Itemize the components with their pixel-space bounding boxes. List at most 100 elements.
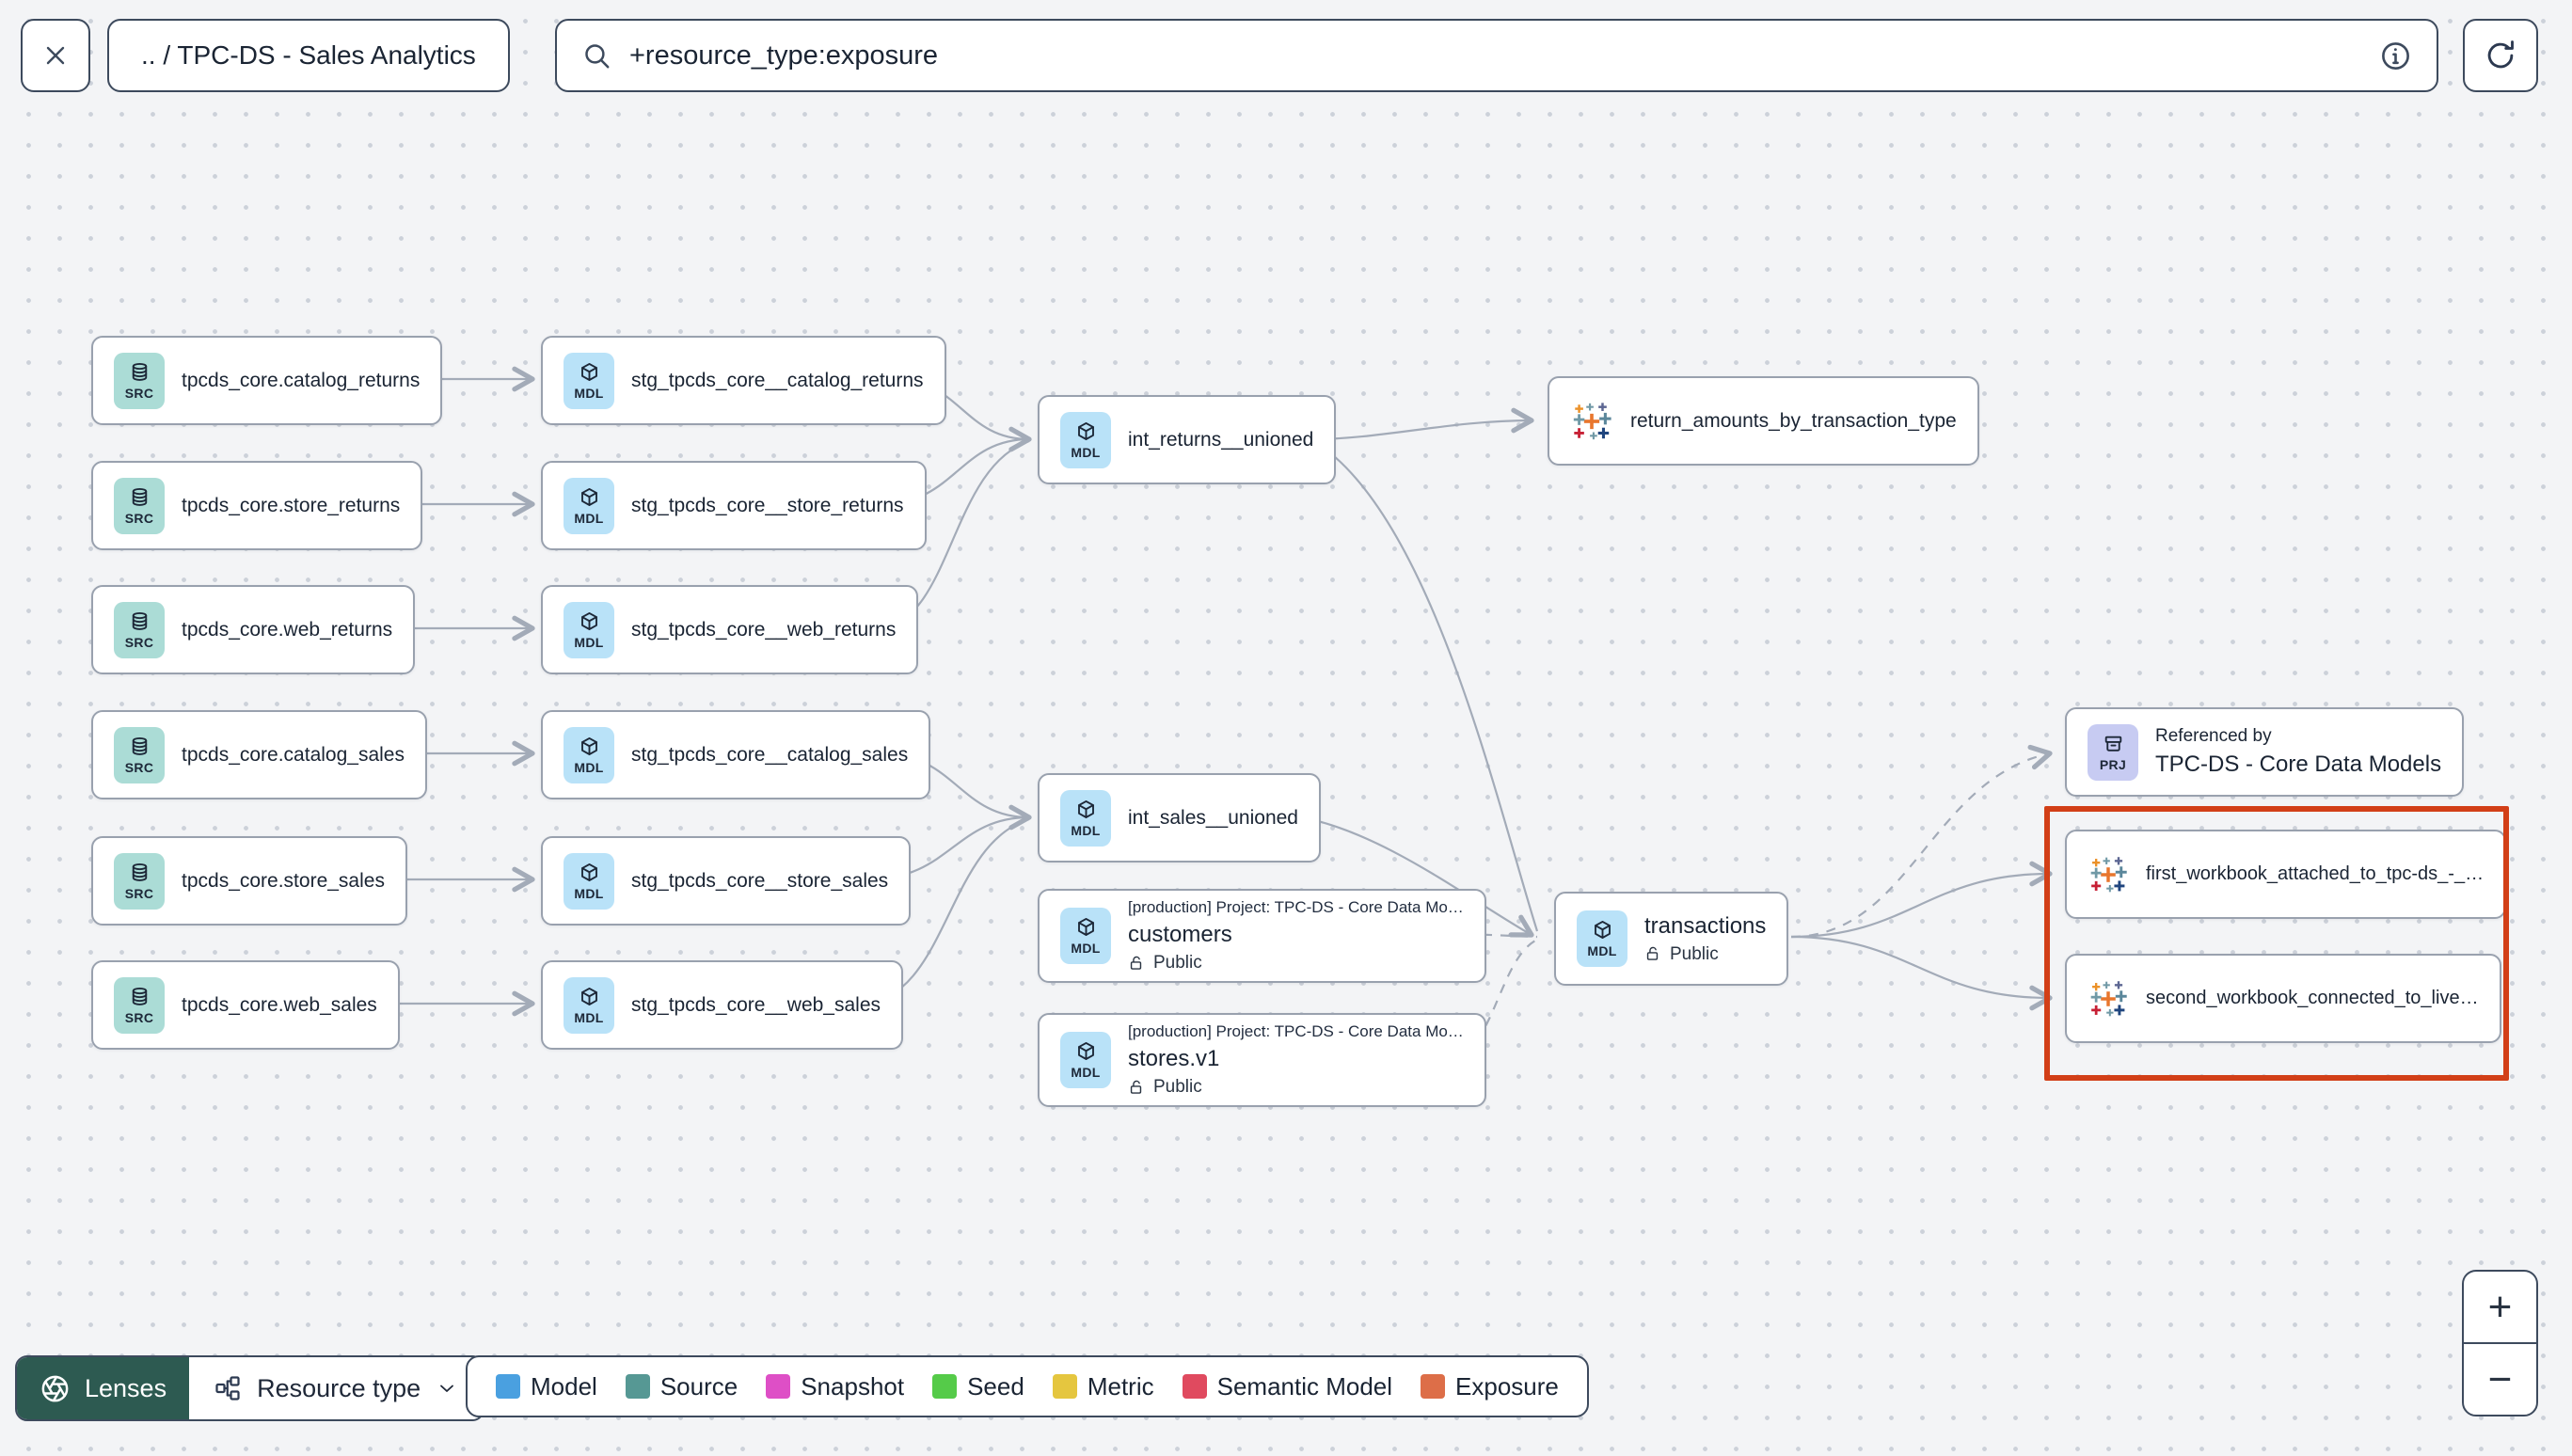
project-line: [production] Project: TPC-DS - Core Data… xyxy=(1128,1022,1464,1040)
node-model-stg-web-sales[interactable]: MDL stg_tpcds_core__web_sales xyxy=(541,960,904,1050)
node-project-tpcds-core-data-models[interactable]: PRJ Referenced by TPC-DS - Core Data Mod… xyxy=(2065,707,2465,797)
close-button[interactable] xyxy=(21,19,90,92)
node-model-stg-store-sales[interactable]: MDL stg_tpcds_core__store_sales xyxy=(541,836,912,926)
lenses-label: Lenses xyxy=(85,1373,167,1402)
source-badge: SRC xyxy=(114,477,165,534)
node-model-stg-web-returns[interactable]: MDL stg_tpcds_core__web_returns xyxy=(541,585,919,674)
legend-swatch-exposure xyxy=(1421,1374,1446,1399)
node-model-int-returns-unioned[interactable]: MDL int_returns__unioned xyxy=(1038,395,1337,484)
cube-icon xyxy=(580,362,597,381)
node-source-tpcds-core-web-returns[interactable]: SRC tpcds_core.web_returns xyxy=(91,585,416,674)
legend-swatch-metric xyxy=(1052,1374,1077,1399)
node-exposure-second-workbook[interactable]: second_workbook_connected_to_live… xyxy=(2065,954,2501,1043)
tableau-icon xyxy=(2090,856,2127,892)
edge xyxy=(1310,438,1539,932)
model-badge: MDL xyxy=(564,352,614,409)
source-badge: SRC xyxy=(114,976,165,1034)
aperture-icon xyxy=(41,1375,69,1401)
model-badge: MDL xyxy=(564,601,614,658)
database-icon xyxy=(132,611,147,630)
access-row: Public xyxy=(1644,944,1766,965)
zoom-out-button[interactable]: − xyxy=(2464,1344,2536,1415)
cube-icon xyxy=(1077,917,1094,936)
legend-item-model: Model xyxy=(496,1372,597,1401)
legend: Model Source Snapshot Seed Metric Semant… xyxy=(466,1355,1589,1417)
tableau-icon xyxy=(2090,980,2127,1016)
legend-swatch-seed xyxy=(932,1374,958,1399)
info-icon[interactable] xyxy=(2379,40,2412,72)
legend-swatch-semantic-model xyxy=(1182,1374,1207,1399)
model-badge: MDL xyxy=(1577,910,1627,967)
search-bar xyxy=(555,19,2438,92)
source-badge: SRC xyxy=(114,852,165,910)
node-model-transactions[interactable]: MDL transactions Public xyxy=(1554,892,1789,986)
node-source-tpcds-core-store-sales[interactable]: SRC tpcds_core.store_sales xyxy=(91,836,407,926)
unlock-icon xyxy=(1130,956,1142,970)
cube-icon xyxy=(580,611,597,630)
zoom-in-button[interactable]: + xyxy=(2464,1272,2536,1344)
legend-item-snapshot: Snapshot xyxy=(766,1372,904,1401)
access-row: Public xyxy=(1128,1077,1464,1098)
node-model-int-sales-unioned[interactable]: MDL int_sales__unioned xyxy=(1038,773,1321,863)
node-model-stg-store-returns[interactable]: MDL stg_tpcds_core__store_returns xyxy=(541,461,927,550)
source-badge: SRC xyxy=(114,352,165,409)
resource-type-dropdown[interactable]: Resource type xyxy=(189,1357,484,1419)
resource-type-label: Resource type xyxy=(257,1373,421,1402)
legend-item-source: Source xyxy=(625,1372,738,1401)
source-badge: SRC xyxy=(114,726,165,783)
source-badge: SRC xyxy=(114,601,165,658)
node-source-tpcds-core-catalog-returns[interactable]: SRC tpcds_core.catalog_returns xyxy=(91,336,443,425)
model-badge: MDL xyxy=(1060,411,1111,468)
cube-icon xyxy=(1077,421,1094,440)
project-line: [production] Project: TPC-DS - Core Data… xyxy=(1128,898,1464,916)
node-model-stores-v1[interactable]: MDL [production] Project: TPC-DS - Core … xyxy=(1038,1013,1486,1107)
cube-icon xyxy=(580,987,597,1005)
refresh-icon xyxy=(2487,40,2514,69)
refresh-button[interactable] xyxy=(2463,19,2538,92)
cube-icon xyxy=(1077,799,1094,818)
cube-icon xyxy=(580,736,597,755)
archive-icon xyxy=(2104,736,2121,752)
access-row: Public xyxy=(1128,953,1464,973)
lens-controls: Lenses Resource type xyxy=(15,1355,485,1421)
model-badge: MDL xyxy=(564,852,614,910)
edge xyxy=(1790,861,2053,939)
database-icon xyxy=(132,487,147,506)
cube-icon xyxy=(580,487,597,506)
database-icon xyxy=(132,736,147,755)
node-model-customers[interactable]: MDL [production] Project: TPC-DS - Core … xyxy=(1038,889,1486,983)
database-icon xyxy=(132,863,147,881)
node-source-tpcds-core-web-sales[interactable]: SRC tpcds_core.web_sales xyxy=(91,960,400,1050)
database-icon xyxy=(132,987,147,1005)
node-source-tpcds-core-store-returns[interactable]: SRC tpcds_core.store_returns xyxy=(91,461,423,550)
legend-item-exposure: Exposure xyxy=(1421,1372,1559,1401)
search-icon xyxy=(585,43,610,68)
zoom-controls: + − xyxy=(2462,1270,2538,1416)
edge xyxy=(1310,407,1534,441)
legend-swatch-snapshot xyxy=(766,1374,791,1399)
cube-icon xyxy=(580,863,597,881)
database-icon xyxy=(132,362,147,381)
node-model-stg-catalog-sales[interactable]: MDL stg_tpcds_core__catalog_sales xyxy=(541,710,931,799)
node-exposure-return-amounts[interactable]: return_amounts_by_transaction_type xyxy=(1548,376,1979,466)
cube-icon xyxy=(1077,1041,1094,1060)
chevron-down-icon xyxy=(440,1385,454,1392)
node-source-tpcds-core-catalog-sales[interactable]: SRC tpcds_core.catalog_sales xyxy=(91,710,427,799)
search-input[interactable] xyxy=(627,39,2364,72)
lenses-button[interactable]: Lenses xyxy=(17,1357,190,1419)
legend-swatch-model xyxy=(496,1374,520,1399)
legend-swatch-source xyxy=(625,1374,650,1399)
model-badge: MDL xyxy=(1060,908,1111,964)
project-badge: PRJ xyxy=(2088,723,2138,781)
legend-item-metric: Metric xyxy=(1052,1372,1154,1401)
model-badge: MDL xyxy=(1060,1032,1111,1088)
model-badge: MDL xyxy=(564,976,614,1034)
node-model-stg-catalog-returns[interactable]: MDL stg_tpcds_core__catalog_returns xyxy=(541,336,946,425)
node-exposure-first-workbook[interactable]: first_workbook_attached_to_tpc-ds_-_… xyxy=(2065,830,2507,919)
tableau-icon xyxy=(1573,402,1611,439)
unlock-icon xyxy=(1646,946,1659,960)
model-badge: MDL xyxy=(564,726,614,783)
breadcrumb[interactable]: .. / TPC-DS - Sales Analytics xyxy=(107,19,510,92)
edge xyxy=(1790,744,2053,939)
model-badge: MDL xyxy=(564,477,614,534)
